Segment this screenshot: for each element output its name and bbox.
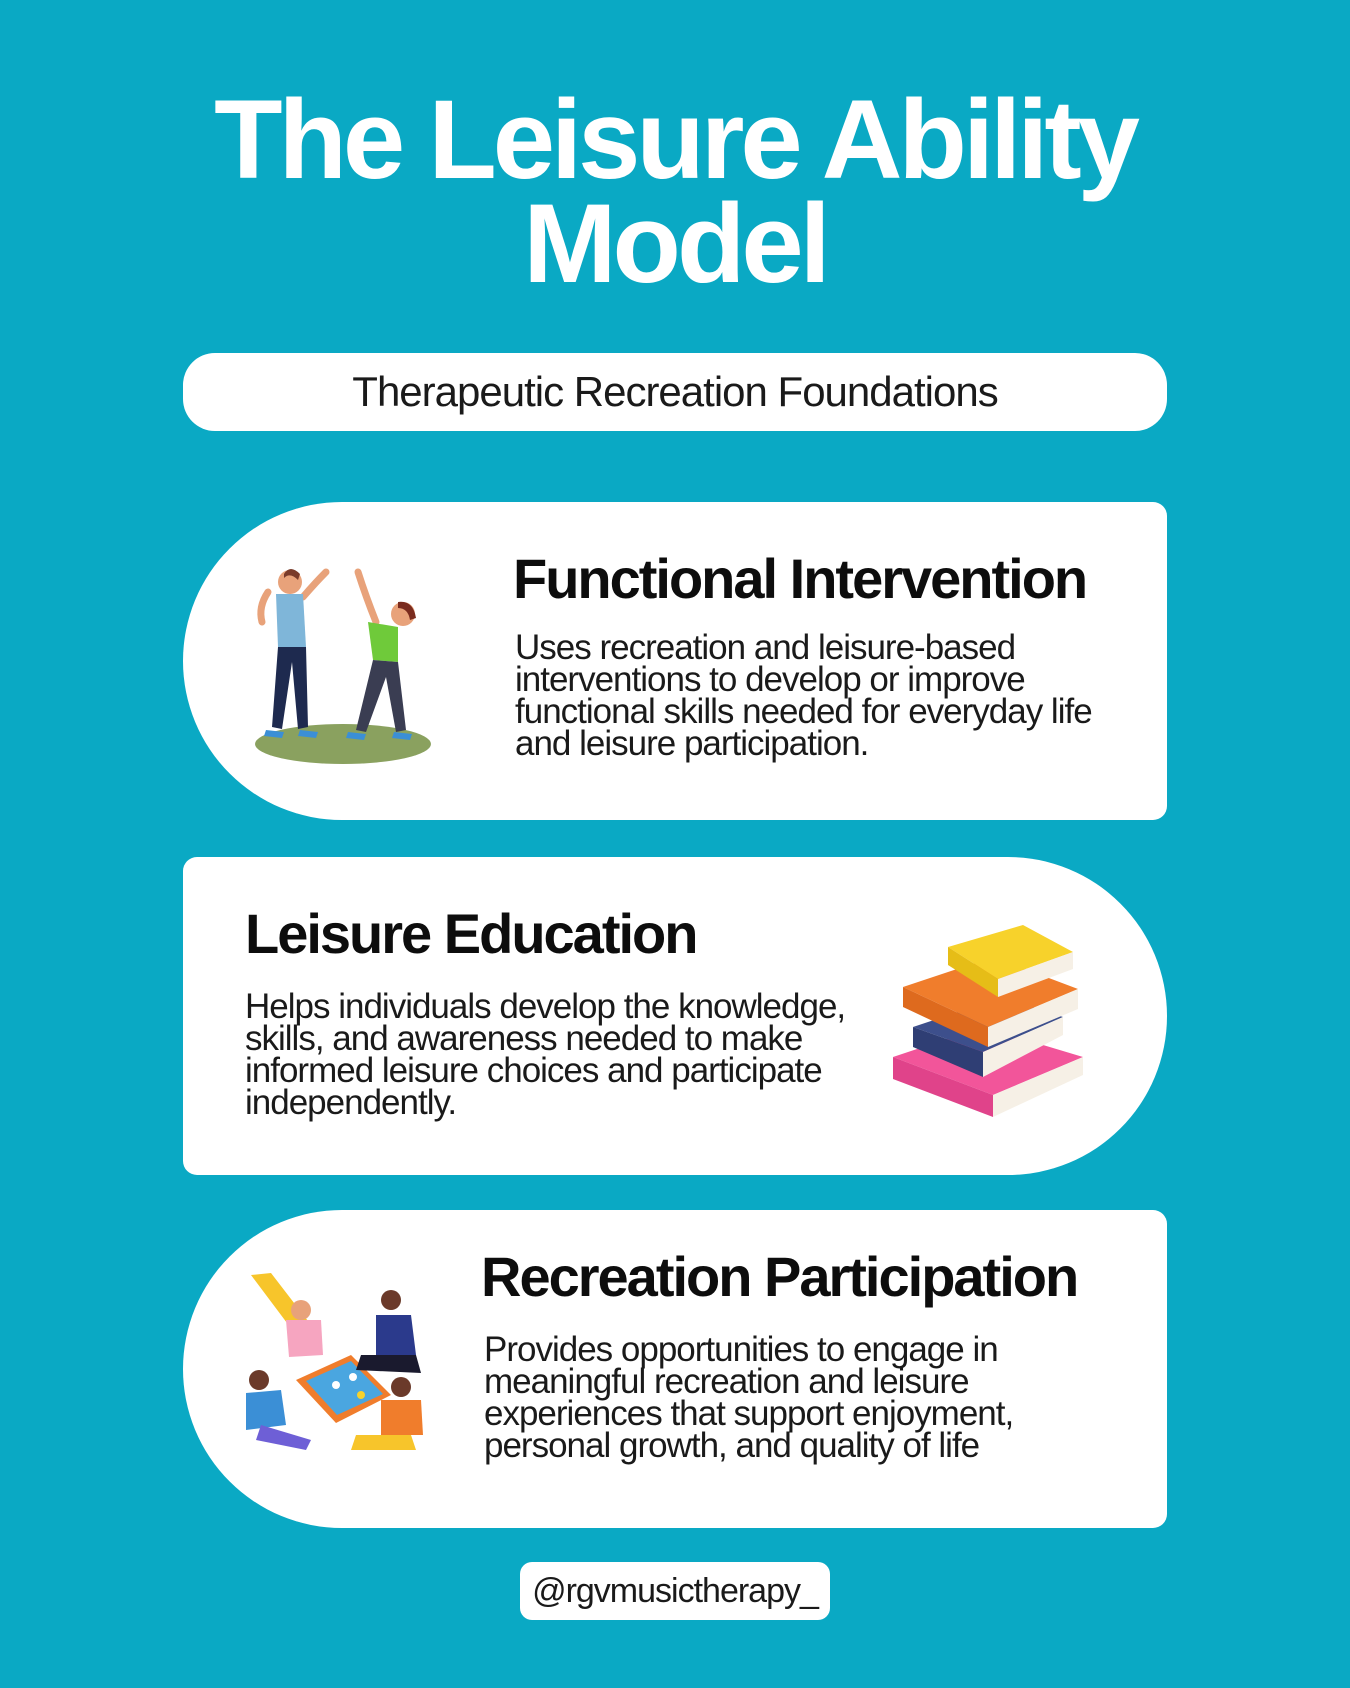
stacked-books-icon [873,917,1093,1117]
subtitle-pill: Therapeutic Recreation Foundations [183,353,1167,431]
card-title: Leisure Education [245,902,698,965]
subtitle-text: Therapeutic Recreation Foundations [352,368,998,415]
title-line-2: Model [523,181,831,306]
social-handle: @rgvmusictherapy_ [532,1571,819,1610]
card-description: Uses recreation and leisure-based interv… [515,628,1093,763]
card-description: Helps individuals develop the knowledge,… [245,987,846,1122]
title-line-1: The Leisure Ability [214,77,1140,202]
people-stretching-icon [248,552,448,772]
card-recreation-participation: Recreation Participation Provides opport… [183,1210,1167,1528]
card-leisure-education: Leisure Education Helps individuals deve… [183,857,1167,1175]
card-functional-intervention: Functional Intervention Uses recreation … [183,502,1167,820]
people-playing-board-game-icon [241,1265,451,1475]
social-handle-pill[interactable]: @rgvmusictherapy_ [520,1562,830,1620]
card-description: Provides opportunities to engage in mean… [484,1330,1014,1465]
card-title: Functional Intervention [513,547,1088,610]
card-title: Recreation Participation [481,1245,1079,1308]
page-title: The Leisure Ability Model [0,77,1350,306]
